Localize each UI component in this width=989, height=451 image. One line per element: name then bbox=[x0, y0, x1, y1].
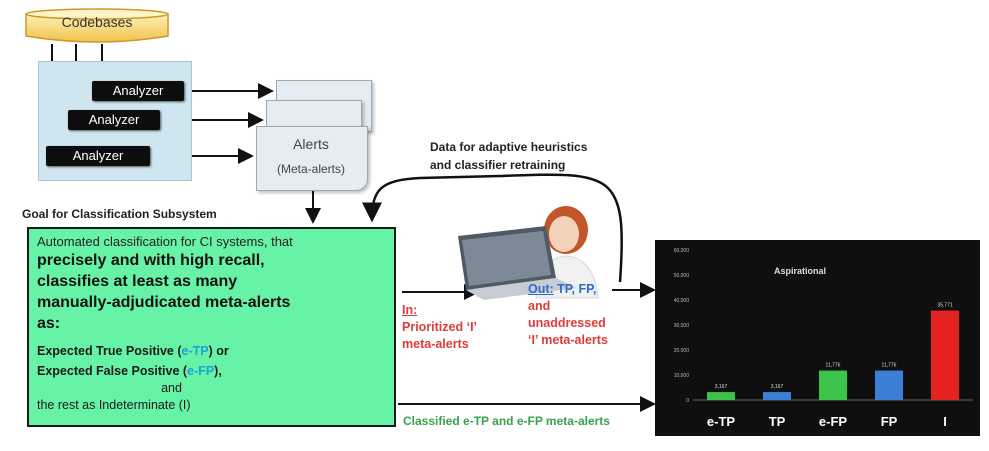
x-tick-label: I bbox=[943, 414, 947, 429]
bar-chart-svg: 0 10,000 20,000 30,000 40,000 50,000 60,000Asp… bbox=[674, 248, 973, 429]
y-tick-label: 60,000 bbox=[674, 248, 690, 254]
chart-title: Aspirational bbox=[774, 266, 826, 276]
output-heading: Out: bbox=[528, 282, 554, 296]
output-line: TP, FP, bbox=[553, 282, 597, 296]
bar-data-label: 3,167 bbox=[771, 384, 784, 390]
x-tick-label: TP bbox=[769, 414, 786, 429]
analyzer-box: Analyzer bbox=[46, 146, 150, 166]
output-line: and bbox=[528, 299, 551, 313]
bar-data-label: 11,776 bbox=[826, 363, 841, 369]
analyzer-box: Analyzer bbox=[68, 110, 160, 130]
bar-data-label: 3,167 bbox=[715, 384, 728, 390]
goal-tp-code: e-TP bbox=[181, 344, 209, 358]
output-label: Out: TP, FP, and unaddressed ‘I’ meta-al… bbox=[528, 281, 648, 349]
goal-heading: Goal for Classification Subsystem bbox=[22, 207, 217, 221]
bar-data-label: 35,771 bbox=[937, 303, 953, 309]
input-label: In: Prioritized ‘I’ meta-alerts bbox=[402, 302, 512, 353]
x-tick-label: e-FP bbox=[819, 414, 848, 429]
bar bbox=[707, 392, 735, 400]
y-tick-label: 30,000 bbox=[674, 323, 690, 329]
bar bbox=[931, 310, 959, 400]
goal-fp-code: e-FP bbox=[187, 364, 215, 378]
output-line: unaddressed bbox=[528, 316, 606, 330]
goal-fp-post: ), bbox=[214, 364, 222, 378]
output-first-line: Out: TP, FP, bbox=[528, 281, 648, 298]
goal-main-line: manually-adjudicated meta-alerts bbox=[37, 294, 291, 311]
goal-tp-post: ) or bbox=[208, 344, 229, 358]
feedback-label: Data for adaptive heuristics and classif… bbox=[430, 138, 670, 174]
goal-main-line: as: bbox=[37, 315, 61, 332]
goal-tp-pre: Expected True Positive ( bbox=[37, 344, 182, 358]
goal-and: and bbox=[161, 381, 182, 395]
alert-page bbox=[256, 126, 368, 191]
codebases-label: Codebases bbox=[61, 14, 133, 30]
bar bbox=[763, 392, 791, 400]
x-tick-label: FP bbox=[881, 414, 898, 429]
y-tick-label: 10,000 bbox=[674, 373, 690, 379]
bar bbox=[819, 370, 847, 400]
classified-label: Classified e-TP and e-FP meta-alerts bbox=[403, 414, 610, 428]
goal-fp-line: Expected False Positive (e-FP), bbox=[37, 362, 386, 380]
bar bbox=[875, 370, 903, 400]
goal-box: Automated classification for CI systems,… bbox=[27, 227, 396, 427]
y-tick-label: 50,000 bbox=[674, 273, 690, 279]
x-tick-label: e-TP bbox=[707, 414, 736, 429]
database-icon bbox=[25, 8, 169, 43]
goal-rest: the rest as Indeterminate (I) bbox=[37, 398, 191, 412]
y-tick-label: 20,000 bbox=[674, 348, 690, 354]
feedback-line: Data for adaptive heuristics bbox=[430, 140, 588, 154]
alerts-title: Alerts bbox=[293, 136, 329, 152]
y-tick-label: 0 bbox=[686, 398, 689, 404]
alerts-subtitle: (Meta-alerts) bbox=[276, 162, 345, 176]
output-line: ‘I’ meta-alerts bbox=[528, 333, 608, 347]
input-line: meta-alerts bbox=[402, 337, 469, 351]
input-line: Prioritized ‘I’ bbox=[402, 320, 478, 334]
bar-data-label: 11,776 bbox=[882, 363, 897, 369]
goal-fp-pre: Expected False Positive ( bbox=[37, 364, 188, 378]
analyzer-box: Analyzer bbox=[92, 81, 184, 101]
goal-tp-line: Expected True Positive (e-TP) or bbox=[37, 342, 386, 360]
goal-main-line: classifies at least as many bbox=[37, 273, 238, 290]
feedback-line: and classifier retraining bbox=[430, 158, 566, 172]
input-heading: In: bbox=[402, 303, 418, 317]
goal-intro: Automated classification for CI systems,… bbox=[37, 234, 293, 249]
y-tick-label: 40,000 bbox=[674, 298, 690, 304]
analyst-person-icon bbox=[458, 206, 599, 300]
goal-main-line: precisely and with high recall, bbox=[37, 252, 265, 269]
